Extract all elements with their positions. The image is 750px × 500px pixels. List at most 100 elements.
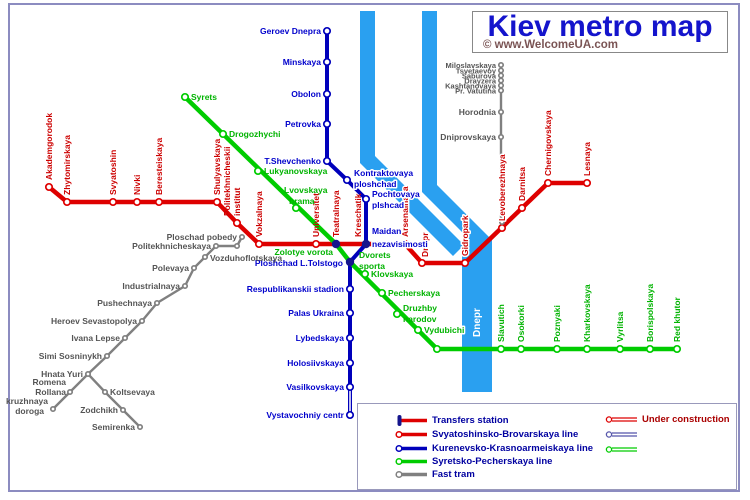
station-dot xyxy=(460,258,470,268)
legend-marker-transfer xyxy=(397,415,427,426)
station-dot xyxy=(181,282,189,290)
station-dot xyxy=(497,77,505,84)
station-label: Ploschad pobedy xyxy=(167,232,238,242)
station-label: Levoberezhnaya xyxy=(497,154,507,221)
station-dot xyxy=(497,61,505,69)
station-dot xyxy=(645,344,655,354)
station-dot xyxy=(322,89,332,99)
station-dot xyxy=(360,269,370,279)
station-label: Drogozhychi xyxy=(229,129,280,139)
station-label: Gidropark xyxy=(460,215,470,256)
legend-item xyxy=(604,443,642,456)
station-label: Tsvetaevoy xyxy=(456,67,497,76)
station-label: Beresteiskaya xyxy=(154,138,164,195)
station-label: sporta xyxy=(359,261,385,271)
station-dot xyxy=(497,87,505,94)
station-dot xyxy=(497,108,505,116)
station-label: Dniprovskaya xyxy=(440,132,496,142)
station-dot xyxy=(44,182,54,192)
station-label: Zodchikh xyxy=(80,405,118,415)
page-title: Kiev metro map xyxy=(487,10,713,43)
station-dot xyxy=(582,344,592,354)
station-dot xyxy=(84,370,92,378)
station-dot xyxy=(201,253,209,261)
station-label: Borispolskaya xyxy=(645,284,655,342)
station-label: Vozduhoflotskaya xyxy=(210,253,282,263)
station-label: Lvovskaya xyxy=(284,185,328,195)
station-label: institut xyxy=(232,188,242,216)
station-dot xyxy=(496,344,506,354)
station-label: Maidan xyxy=(372,226,401,236)
station-label: Vokzalnaya xyxy=(254,191,264,237)
station-label: Rollana xyxy=(35,387,66,397)
station-label: Dnepr xyxy=(420,232,430,257)
station-dot xyxy=(233,242,241,250)
station-label: Shulyavskaya xyxy=(212,138,222,195)
station-label: Polevaya xyxy=(152,263,189,273)
station-dot xyxy=(497,67,505,74)
station-dot xyxy=(345,308,355,318)
station-label: plshcad xyxy=(372,200,404,210)
station-label: Pecherskaya xyxy=(388,288,440,298)
legend-marker-solid xyxy=(395,444,427,453)
station-dot xyxy=(345,382,355,392)
transfer-station-dot xyxy=(345,257,355,267)
station-dot xyxy=(254,239,264,249)
station-dot xyxy=(322,156,332,166)
legend-item: Svyatoshinsko-Brovarskaya line xyxy=(394,428,578,441)
station-label: ploshchad xyxy=(354,179,397,189)
station-label: Teatralnaya xyxy=(331,190,341,237)
station-label: Klovskaya xyxy=(371,269,413,279)
station-dot xyxy=(345,284,355,294)
station-label: Pr. Vatutina xyxy=(455,87,497,96)
station-label: Chernigovskaya xyxy=(543,110,553,176)
station-label: Slavutich xyxy=(496,304,506,342)
station-label: Vasilkovskaya xyxy=(286,382,344,392)
station-dot xyxy=(497,133,505,141)
station-dot xyxy=(552,344,562,354)
station-label: Universitet xyxy=(311,193,321,237)
station-dot xyxy=(49,405,57,413)
station-dot xyxy=(62,197,72,207)
legend-item-label: Fast tram xyxy=(432,469,475,480)
station-label: Kontraktovaya xyxy=(354,168,413,178)
station-label: Osokorki xyxy=(516,305,526,342)
station-label: Zolotye vorota xyxy=(274,247,333,257)
station-label: Simi Sosninykh xyxy=(39,351,102,361)
station-label: Akademgorodok xyxy=(44,113,54,180)
station-dot xyxy=(121,334,129,342)
legend-marker-solid xyxy=(395,457,427,466)
station-dot xyxy=(413,325,423,335)
station-dot xyxy=(66,388,74,396)
station-label: Svyatoshin xyxy=(108,150,118,195)
station-dot xyxy=(400,239,410,249)
station-dot xyxy=(543,178,553,188)
station-dot xyxy=(291,203,301,213)
station-dot xyxy=(212,197,222,207)
station-dot xyxy=(361,194,371,204)
station-dot xyxy=(136,423,144,431)
station-dot xyxy=(238,233,246,241)
station-dot xyxy=(432,344,442,354)
station-dot xyxy=(154,197,164,207)
station-label: Zhytomirskaya xyxy=(62,135,72,195)
station-label: doroga xyxy=(15,406,44,416)
station-label: Respublikanskii stadion xyxy=(247,284,344,294)
station-label: Arsenalnaya xyxy=(400,186,410,237)
station-label: Pushechnaya xyxy=(97,298,152,308)
station-label: Dvorets xyxy=(359,250,391,260)
station-dot xyxy=(342,175,352,185)
station-label: Geroev Dnepra xyxy=(260,26,321,36)
dnepr-river xyxy=(462,240,492,392)
station-label: Palas Ukraina xyxy=(288,308,344,318)
legend-item-label: Svyatoshinsko-Brovarskaya line xyxy=(432,429,579,440)
station-label: Horodnia xyxy=(459,107,497,117)
legend-item: Transfers station xyxy=(394,414,509,427)
station-label: Dnepr xyxy=(472,308,483,337)
station-label: Red khutor xyxy=(672,296,682,342)
station-dot xyxy=(103,352,111,360)
station-label: Saburova xyxy=(462,72,497,81)
station-dot xyxy=(392,309,402,319)
station-label: Kashtanovaya xyxy=(445,82,497,91)
copyright-link[interactable]: © www.WelcomeUA.com xyxy=(483,39,619,51)
